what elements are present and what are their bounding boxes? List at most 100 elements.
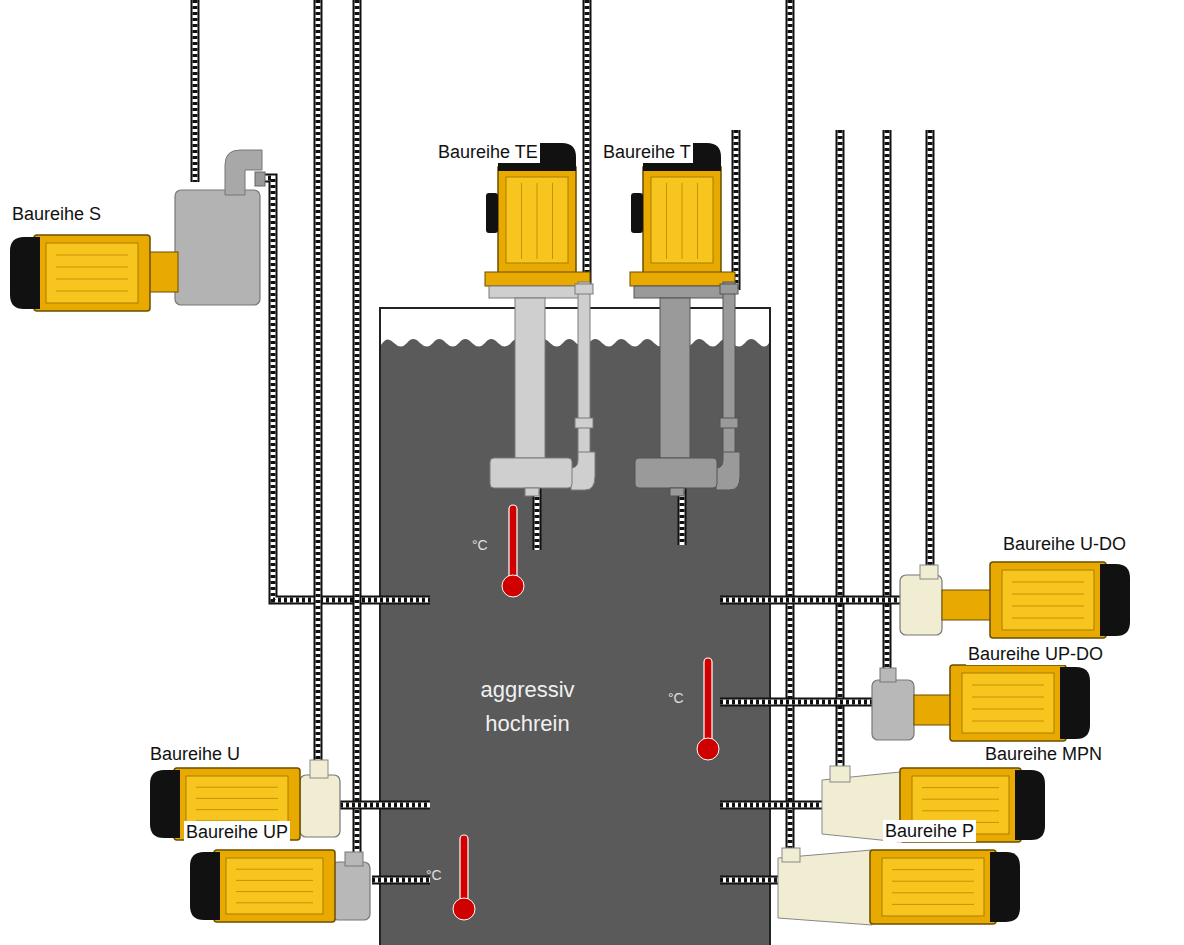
motor-fin xyxy=(1012,582,1084,583)
unit-label: °C xyxy=(426,867,442,883)
series-label: Baureihe U-DO xyxy=(1001,533,1128,555)
motor-fin xyxy=(236,902,313,903)
pump-elbow xyxy=(571,452,595,490)
pipe-fill xyxy=(788,0,793,858)
motor-fin xyxy=(552,183,553,259)
pipe-coupling xyxy=(575,284,593,294)
pipe-fill xyxy=(262,178,430,600)
motor-body xyxy=(34,235,150,311)
motor xyxy=(990,562,1130,638)
pump-nozzle xyxy=(310,760,328,778)
pipe-hatch xyxy=(372,878,430,883)
motor-fin xyxy=(697,183,698,259)
thermometer-bulb xyxy=(697,738,719,760)
tank-label: aggressiv hochrein xyxy=(465,673,590,741)
motor-cap xyxy=(10,237,40,309)
motor-cap xyxy=(1015,770,1045,840)
motor-body xyxy=(643,167,721,273)
motor-fin xyxy=(666,183,667,259)
pump-head xyxy=(300,775,340,837)
terminal-box xyxy=(631,193,643,233)
terminal-box xyxy=(486,193,498,233)
pipe-fill xyxy=(193,0,198,182)
pipe-hatch xyxy=(788,0,793,858)
motor-fin xyxy=(972,709,1044,710)
pipe-hatch xyxy=(720,700,878,705)
thermometer-stem xyxy=(704,658,712,745)
pipe-fill xyxy=(355,0,360,860)
pipe-fill xyxy=(720,700,878,705)
motor-panel xyxy=(882,858,984,916)
motor-body xyxy=(214,850,335,922)
pump-nozzle xyxy=(830,766,850,782)
motor-fin xyxy=(972,685,1044,686)
pipe-hatch xyxy=(316,0,321,768)
motor-fin xyxy=(892,869,974,870)
pipe-fill xyxy=(585,0,590,290)
mounting-plate xyxy=(489,286,589,298)
pipe-outline xyxy=(583,0,592,290)
pipe-fill xyxy=(734,130,739,290)
pump-housing xyxy=(175,190,260,305)
pipe-outline xyxy=(720,876,780,885)
pipe-coupling xyxy=(720,418,738,428)
thermometer-stem xyxy=(509,505,517,582)
pipe-hatch xyxy=(340,803,430,808)
pump-nozzle xyxy=(920,565,938,579)
motor-bracket xyxy=(942,590,992,620)
pumps xyxy=(10,143,1130,925)
pump-head xyxy=(872,680,914,740)
mounting-plate xyxy=(634,286,734,298)
motor-fin xyxy=(1012,618,1084,619)
pipe-outline xyxy=(191,0,200,182)
motor-bracket xyxy=(914,695,954,725)
motor-cap xyxy=(190,852,220,920)
motor-fin xyxy=(236,869,313,870)
pump-casing xyxy=(635,458,717,488)
pipe-hatch xyxy=(928,130,933,582)
series-label: Baureihe UP-DO xyxy=(966,643,1105,665)
pipe-hatch xyxy=(720,803,825,808)
pipe-outline xyxy=(262,178,430,600)
pump-column xyxy=(515,298,545,458)
motor-cap xyxy=(990,852,1020,922)
motor xyxy=(870,850,1020,924)
pump-head xyxy=(332,862,370,920)
motor-fin xyxy=(196,798,278,799)
thermometer-bulb xyxy=(453,898,475,920)
series-label: Baureihe U xyxy=(148,743,242,765)
pipe-outline xyxy=(340,801,430,810)
motor-fin xyxy=(1012,606,1084,607)
pipe-outline xyxy=(836,130,845,778)
pipe-hatch xyxy=(720,878,780,883)
pipe-fill xyxy=(928,130,933,582)
series-label: Baureihe TE xyxy=(436,141,540,163)
motor-fin xyxy=(892,881,974,882)
motor xyxy=(190,850,335,922)
motor-fin xyxy=(56,279,128,280)
motor-fin xyxy=(196,787,278,788)
pipe-outline xyxy=(732,130,741,290)
pump-nozzle xyxy=(345,852,363,866)
pipe-hatch xyxy=(838,130,843,778)
motor-panel xyxy=(226,858,323,914)
pipe-outline xyxy=(720,698,878,707)
motor-flange xyxy=(630,272,735,286)
pipe-hatch xyxy=(720,598,905,603)
motor-fin xyxy=(56,291,128,292)
motor-body xyxy=(990,562,1106,638)
pipe-outline xyxy=(314,0,323,768)
series-label: Baureihe P xyxy=(883,820,976,842)
motor-panel xyxy=(46,243,138,303)
tank-liquid xyxy=(381,339,769,945)
motor-panel xyxy=(962,673,1054,733)
pump-nozzle xyxy=(782,848,800,862)
motor-fin xyxy=(892,904,974,905)
pipe-fill xyxy=(838,130,843,778)
pipe-outline xyxy=(720,801,825,810)
thermometer-bulb xyxy=(502,575,524,597)
pipe-fill xyxy=(340,803,430,808)
motor-fin xyxy=(1012,594,1084,595)
thermometer-stem xyxy=(460,835,468,905)
pipe-hatch xyxy=(355,0,360,860)
